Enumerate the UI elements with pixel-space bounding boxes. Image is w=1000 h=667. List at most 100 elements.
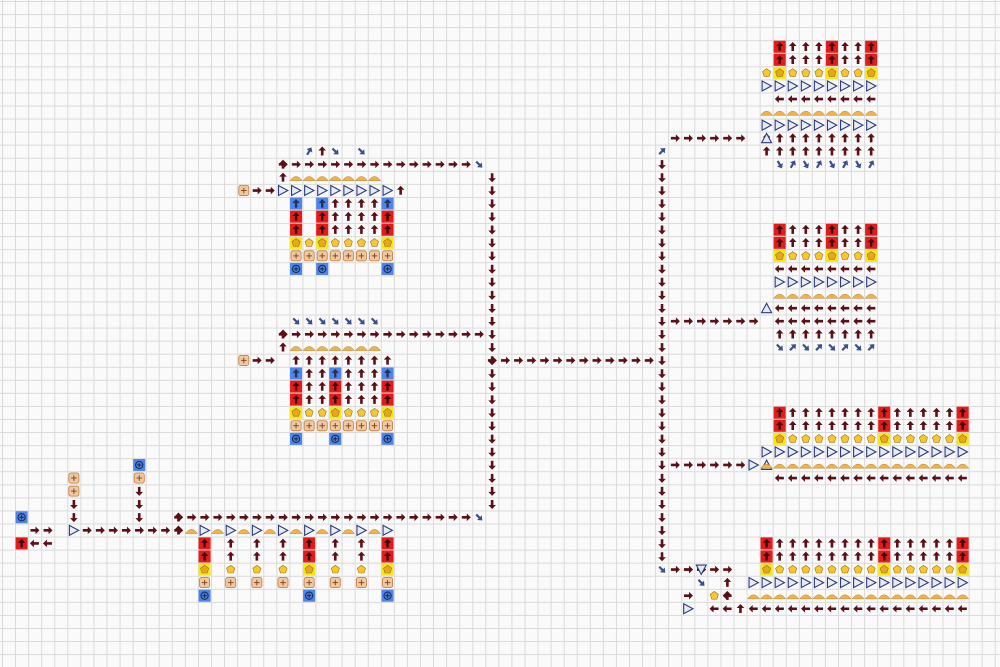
belt-arrow-icon[interactable] [566,356,576,365]
splitter-outline-icon[interactable] [369,184,381,197]
red-assembler-tile[interactable] [956,406,969,419]
belt-arrow-icon[interactable] [802,329,810,339]
splitter-outline-icon[interactable] [683,602,695,615]
orange-triangle-icon[interactable] [825,293,839,299]
pentagon-icon[interactable] [304,238,314,247]
blue-machine-tile[interactable] [316,262,329,275]
belt-arrow-icon[interactable] [918,604,928,613]
pentagon-icon[interactable] [370,408,379,417]
belt-arrow-icon[interactable] [42,539,52,548]
splitter-outline-icon[interactable] [356,524,368,537]
belt-arrow-icon[interactable] [318,146,327,156]
pentagon-icon[interactable] [840,564,850,574]
belt-arrow-icon[interactable] [488,421,496,431]
belt-arrow-icon[interactable] [879,474,889,482]
belt-arrow-icon[interactable] [187,513,197,522]
belt-arrow-icon[interactable] [736,461,746,469]
belt-arrow-icon[interactable] [854,41,862,51]
belt-arrow-icon[interactable] [448,160,458,169]
belt-arrow-icon[interactable] [893,407,902,417]
pentagon-icon[interactable] [370,238,379,247]
tan-tile-icon[interactable] [369,420,380,432]
belt-arrow-icon[interactable] [357,381,366,391]
belt-arrow-icon[interactable] [422,160,432,169]
belt-arrow-icon[interactable] [344,368,353,378]
belt-arrow-icon[interactable] [658,303,666,313]
red-assembler-tile[interactable] [878,406,891,419]
splitter-outline-icon[interactable] [866,80,878,92]
belt-arrow-icon[interactable] [279,159,287,169]
belt-arrow-icon[interactable] [815,329,823,339]
yellow-machine-tile[interactable] [381,236,394,249]
belt-arrow-icon[interactable] [292,355,300,365]
belt-arrow-icon[interactable] [435,330,445,339]
splitter-outline-icon[interactable] [330,184,342,197]
splitter-outline-icon[interactable] [866,445,878,458]
belt-arrow-icon[interactable] [514,356,524,365]
belt-arrow-icon[interactable] [135,513,144,523]
yellow-machine-tile[interactable] [956,432,969,445]
belt-arrow-icon[interactable] [802,146,810,156]
orange-triangle-icon[interactable] [185,529,199,534]
belt-arrow-icon[interactable] [723,565,733,574]
belt-arrow-icon[interactable] [801,604,811,613]
belt-arrow-icon[interactable] [787,265,797,273]
orange-triangle-icon[interactable] [851,463,865,469]
inserter-arrow-icon[interactable] [866,159,876,170]
belt-arrow-icon[interactable] [788,407,797,417]
belt-arrow-icon[interactable] [840,265,850,273]
pentagon-icon[interactable] [801,68,811,77]
pentagon-icon[interactable] [866,434,876,443]
orange-triangle-icon[interactable] [864,463,878,469]
belt-arrow-icon[interactable] [291,330,301,339]
orange-triangle-icon[interactable] [812,463,826,469]
belt-arrow-icon[interactable] [605,356,615,365]
belt-arrow-icon[interactable] [867,407,875,417]
pentagon-icon[interactable] [945,564,955,574]
belt-arrow-icon[interactable] [422,330,432,339]
belt-arrow-icon[interactable] [448,513,458,522]
blue-machine-tile[interactable] [381,367,394,380]
orange-triangle-icon[interactable] [341,346,355,351]
red-assembler-tile[interactable] [865,223,878,236]
belt-arrow-icon[interactable] [670,461,680,469]
orange-triangle-icon[interactable] [956,463,970,469]
belt-arrow-icon[interactable] [658,173,666,183]
belt-arrow-icon[interactable] [710,565,720,574]
orange-triangle-icon[interactable] [890,463,904,469]
tan-tile-icon[interactable] [329,577,341,589]
orange-triangle-icon[interactable] [838,293,852,299]
splitter-outline-icon[interactable] [944,445,956,458]
orange-triangle-icon[interactable] [354,346,368,351]
belt-arrow-icon[interactable] [331,551,340,561]
belt-arrow-icon[interactable] [252,356,262,365]
pentagon-icon[interactable] [226,564,236,574]
splitter-outline-icon[interactable] [826,80,838,92]
red-assembler-tile[interactable] [825,223,838,236]
belt-arrow-icon[interactable] [265,356,275,365]
belt-arrow-icon[interactable] [357,211,366,221]
red-assembler-tile[interactable] [316,223,329,236]
belt-arrow-icon[interactable] [658,317,666,327]
belt-arrow-icon[interactable] [683,565,693,574]
splitter-outline-icon[interactable] [761,119,773,132]
splitter-outline-icon[interactable] [761,80,773,92]
belt-arrow-icon[interactable] [370,224,379,234]
splitter-outline-icon[interactable] [813,119,825,132]
yellow-machine-tile[interactable] [878,563,891,576]
belt-arrow-icon[interactable] [802,55,810,65]
belt-arrow-icon[interactable] [658,434,666,444]
splitter-outline-icon[interactable] [748,576,760,589]
belt-arrow-icon[interactable] [802,538,810,548]
splitter-outline-icon[interactable] [68,524,80,537]
belt-arrow-icon[interactable] [658,447,666,457]
tan-tile-icon[interactable] [355,250,367,262]
splitter-outline-icon[interactable] [931,576,943,589]
tan-tile-icon[interactable] [355,420,367,432]
red-assembler-tile[interactable] [329,380,342,393]
tan-tile-icon[interactable] [329,420,341,432]
tan-tile-icon[interactable] [68,485,80,497]
belt-arrow-icon[interactable] [370,368,379,378]
belt-arrow-icon[interactable] [736,317,746,326]
belt-arrow-icon[interactable] [658,526,666,536]
